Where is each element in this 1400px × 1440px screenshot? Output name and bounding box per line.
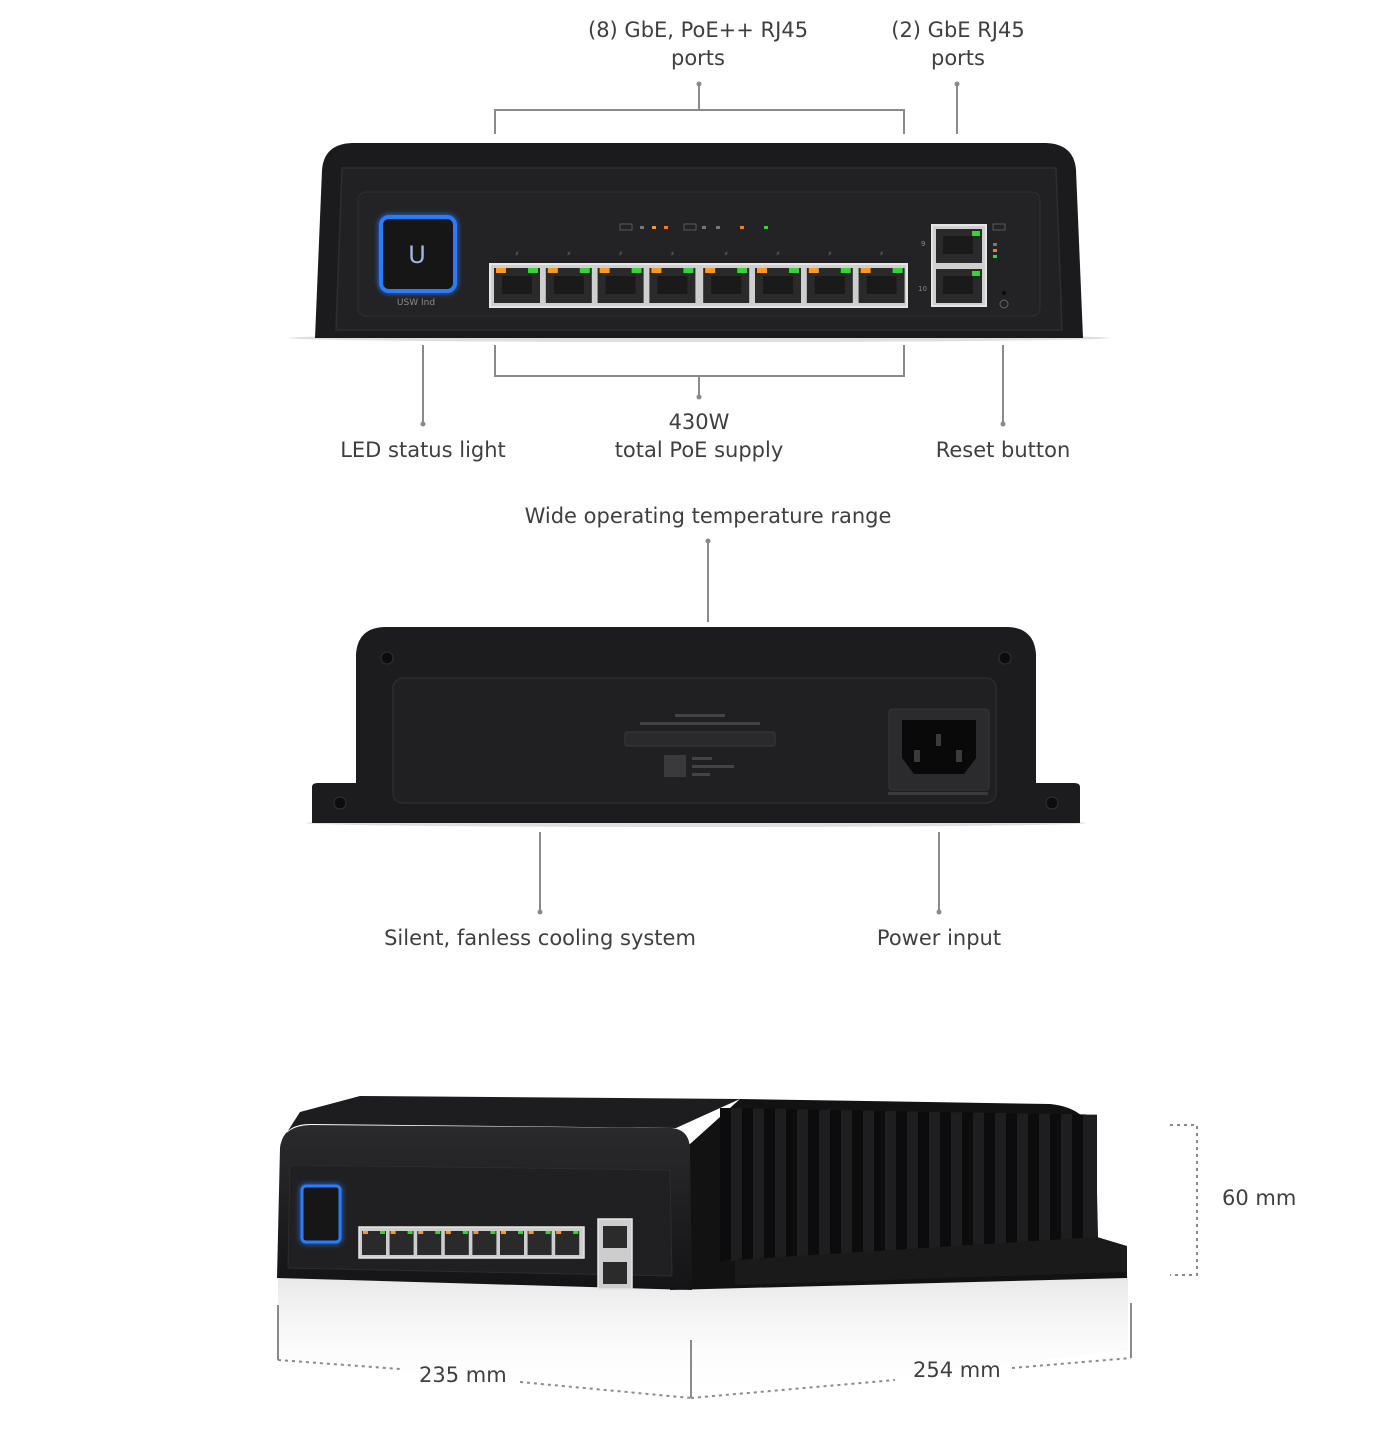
perspective-port xyxy=(555,1231,580,1255)
perspective-port xyxy=(444,1231,469,1255)
heatsink-fins xyxy=(720,1108,1097,1262)
rear-callout-dots xyxy=(537,538,942,915)
mount-hole xyxy=(333,796,347,810)
poe-budget-callout: 430W total PoE supply xyxy=(599,408,799,464)
led-status-light xyxy=(379,215,457,293)
port-led-orange xyxy=(860,268,871,273)
perspective-port xyxy=(389,1231,414,1255)
port-led-green xyxy=(737,268,748,273)
poe-ports: ⚡ ⚡ ⚡ ⚡ ⚡ ⚡ ⚡ ⚡ xyxy=(494,250,905,303)
legend-leds xyxy=(619,223,1006,258)
port-led-orange xyxy=(599,268,610,273)
front-callout-dots xyxy=(420,81,1006,427)
uplink-number-10: 10 xyxy=(918,285,927,293)
uplink-led-green xyxy=(972,271,980,276)
height-dimension: 60 mm xyxy=(1222,1186,1297,1210)
perspective-port xyxy=(500,1231,524,1255)
perspective-device xyxy=(277,1096,1128,1400)
svg-text:⚡: ⚡ xyxy=(827,250,832,258)
power-callout: Power input xyxy=(876,926,1002,950)
poe-budget-line1: 430W xyxy=(668,410,730,434)
uplink-number-9: 9 xyxy=(921,240,925,248)
svg-text:⚡: ⚡ xyxy=(515,250,520,258)
dimension-lines xyxy=(277,1124,1198,1399)
poe-budget-line2: total PoE supply xyxy=(614,438,784,462)
mount-hole xyxy=(1045,796,1059,810)
svg-text:⚡: ⚡ xyxy=(670,250,675,258)
svg-text:⚡: ⚡ xyxy=(776,250,781,258)
temperature-callout: Wide operating temperature range xyxy=(524,504,892,528)
reset-icon xyxy=(999,299,1009,309)
poe-ports-callout-line2: ports xyxy=(671,46,725,70)
svg-text:⚡: ⚡ xyxy=(724,250,729,258)
port-led-green xyxy=(683,268,694,273)
port-led-orange xyxy=(496,268,506,273)
rear-callout-lines xyxy=(539,541,940,912)
perspective-port xyxy=(527,1231,552,1255)
port-led-orange xyxy=(651,268,662,273)
port-led-orange xyxy=(705,268,716,273)
model-label: USW Ind xyxy=(397,298,435,308)
gbe-ports-callout-line2: ports xyxy=(931,46,985,70)
port-led-orange xyxy=(808,268,819,273)
gbe-ports-callout: (2) GbE RJ45 ports xyxy=(878,16,1038,72)
port-led-green xyxy=(892,268,903,273)
svg-text:⚡: ⚡ xyxy=(618,250,623,258)
perspective-led xyxy=(300,1184,342,1244)
perspective-port xyxy=(417,1231,442,1255)
uplink-led-green xyxy=(972,231,980,236)
ubiquiti-logo: U xyxy=(408,241,426,269)
perspective-port xyxy=(472,1231,497,1255)
poe-ports-callout-line1: (8) GbE, PoE++ RJ45 xyxy=(588,18,809,42)
led-callout: LED status light xyxy=(340,438,506,462)
port-led-green xyxy=(579,268,590,273)
screw-hole xyxy=(998,651,1012,665)
port-led-green xyxy=(840,268,851,273)
svg-text:⚡: ⚡ xyxy=(566,250,571,258)
uplink-ports xyxy=(936,229,982,303)
perspective-port xyxy=(362,1231,386,1255)
power-input-socket xyxy=(902,720,976,774)
reset-callout: Reset button xyxy=(935,438,1071,462)
port-led-green xyxy=(528,268,538,273)
rear-device xyxy=(306,627,1086,827)
port-led-orange xyxy=(547,268,558,273)
port-led-orange xyxy=(757,268,767,273)
port-led-green xyxy=(631,268,642,273)
port-led-green xyxy=(789,268,799,273)
front-device: U USW Ind ⚡ ⚡ ⚡ ⚡ ⚡ ⚡ ⚡ ⚡ 9 10 xyxy=(289,143,1109,342)
regulatory-label xyxy=(624,714,776,777)
screw-hole xyxy=(380,651,394,665)
svg-text:⚡: ⚡ xyxy=(879,250,884,258)
depth-dimension: 254 mm xyxy=(913,1358,1001,1382)
width-dimension: 235 mm xyxy=(419,1363,507,1387)
reset-button xyxy=(1002,291,1006,295)
front-callout-lines xyxy=(422,84,1004,424)
poe-ports-callout: (8) GbE, PoE++ RJ45 ports xyxy=(588,16,808,72)
gbe-ports-callout-line1: (2) GbE RJ45 xyxy=(891,18,1025,42)
cooling-callout: Silent, fanless cooling system xyxy=(384,926,696,950)
